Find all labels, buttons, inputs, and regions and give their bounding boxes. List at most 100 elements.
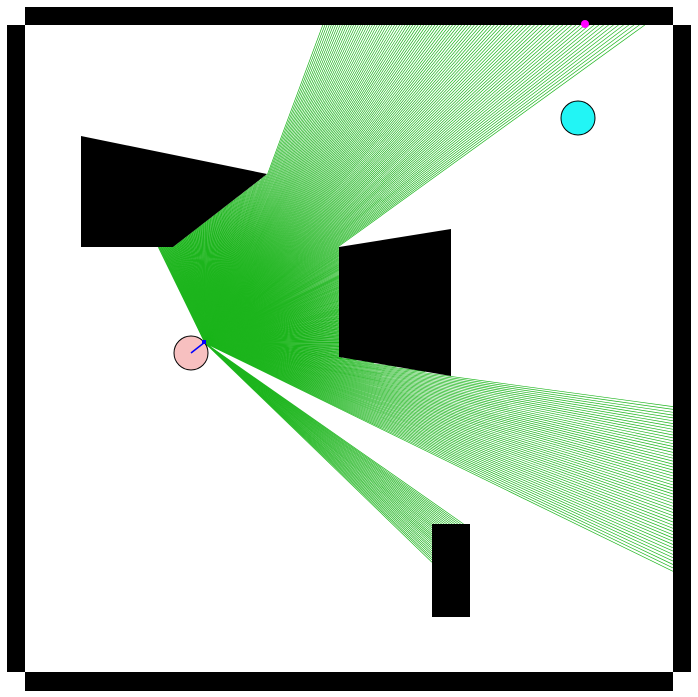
lidar-ray — [204, 342, 674, 430]
lidar-ray — [204, 24, 528, 344]
lidar-ray — [204, 342, 433, 563]
lidar-ray — [204, 24, 373, 344]
lidar-ray — [204, 24, 393, 344]
lidar-ray — [204, 24, 482, 344]
lidar-ray — [204, 24, 619, 344]
lidar-ray — [204, 24, 450, 344]
lidar-ray — [204, 342, 674, 468]
obstacle-lower — [432, 524, 470, 617]
lidar-ray — [204, 342, 674, 501]
lidar-ray — [204, 24, 456, 344]
lidar-ray — [204, 24, 572, 344]
wall-right — [673, 25, 691, 672]
lidar-ray — [204, 24, 371, 344]
lidar-ray — [204, 24, 462, 344]
lidar-ray — [204, 24, 516, 344]
lidar-ray — [204, 24, 436, 344]
lidar-ray — [204, 342, 674, 532]
lidar-ray — [204, 342, 674, 413]
lidar-ray — [204, 342, 674, 507]
lidar-ray — [204, 342, 674, 410]
lidar-ray — [204, 24, 499, 344]
lidar-ray — [204, 24, 433, 344]
lidar-ray — [204, 342, 674, 442]
lidar-ray — [204, 342, 674, 523]
lidar-ray — [204, 24, 568, 344]
lidar-ray — [204, 342, 674, 549]
lidar-ray — [204, 24, 485, 344]
lidar-ray — [204, 342, 674, 486]
lidar-ray — [204, 24, 520, 344]
lidar-ray — [204, 24, 547, 344]
obstacle-center — [339, 229, 451, 376]
lidar-ray — [204, 24, 359, 344]
lidar-ray — [204, 24, 403, 344]
lidar-ray — [204, 342, 674, 526]
lidar-ray — [204, 342, 674, 465]
lidar-ray — [204, 342, 674, 489]
lidar-ray — [204, 24, 427, 344]
lidar-ray — [204, 24, 581, 344]
lidar-ray — [204, 342, 674, 529]
wall-left — [7, 25, 25, 672]
lidar-ray — [204, 342, 674, 569]
lidar-ray — [204, 24, 459, 344]
lidar-ray — [204, 24, 419, 344]
lidar-ray — [204, 24, 488, 344]
lidar-ray — [204, 24, 341, 344]
lidar-ray — [204, 24, 416, 344]
lidar-ray — [204, 342, 674, 459]
lidar-ray — [204, 24, 590, 344]
lidar-ray — [204, 342, 674, 552]
lidar-ray — [204, 342, 674, 450]
lidar-ray — [204, 24, 535, 344]
lidar-ray — [204, 24, 395, 344]
lidar-ray — [204, 24, 506, 344]
lidar-ray — [204, 24, 469, 344]
lidar-ray — [204, 342, 674, 542]
lidar-ray — [204, 342, 674, 436]
obstacles — [81, 136, 470, 617]
lidar-ray — [204, 24, 441, 344]
lidar-ray — [204, 342, 674, 562]
lidar-ray — [204, 342, 674, 445]
lidar-ray — [204, 342, 674, 407]
lidar-ray — [204, 24, 539, 344]
lidar-ray — [204, 342, 674, 492]
lidar-ray — [204, 24, 564, 344]
lidar-ray — [204, 24, 453, 344]
wall-bottom — [25, 672, 673, 691]
boundary-walls — [7, 7, 691, 691]
magenta-marker — [581, 20, 589, 28]
lidar-ray — [204, 342, 674, 559]
lidar-ray — [204, 342, 674, 539]
lidar-ray — [204, 24, 646, 344]
lidar-ray — [204, 342, 674, 498]
lidar-ray — [204, 24, 531, 344]
lidar-ray — [204, 24, 475, 344]
lidar-ray — [204, 24, 406, 344]
lidar-ray — [204, 24, 555, 344]
obstacle-upper-left — [81, 136, 267, 247]
lidar-ray — [204, 342, 674, 510]
lidar-ray — [204, 342, 674, 453]
lidar-ray — [204, 24, 513, 344]
lidar-ray — [204, 342, 674, 483]
lidar-ray — [204, 342, 674, 456]
lidar-ray — [204, 24, 495, 344]
lidar-ray — [204, 342, 674, 462]
lidar-ray — [204, 24, 577, 344]
lidar-ray — [204, 24, 604, 344]
lidar-ray — [204, 24, 559, 344]
lidar-ray — [204, 24, 624, 344]
lidar-ray — [204, 24, 614, 344]
lidar-ray — [204, 24, 551, 344]
lidar-ray — [204, 342, 674, 427]
lidar-ray — [204, 342, 674, 536]
wall-top — [25, 7, 673, 25]
lidar-ray — [204, 24, 492, 344]
lidar-ray — [204, 342, 674, 424]
lidar-ray — [204, 342, 674, 513]
lidar-ray — [204, 342, 674, 520]
